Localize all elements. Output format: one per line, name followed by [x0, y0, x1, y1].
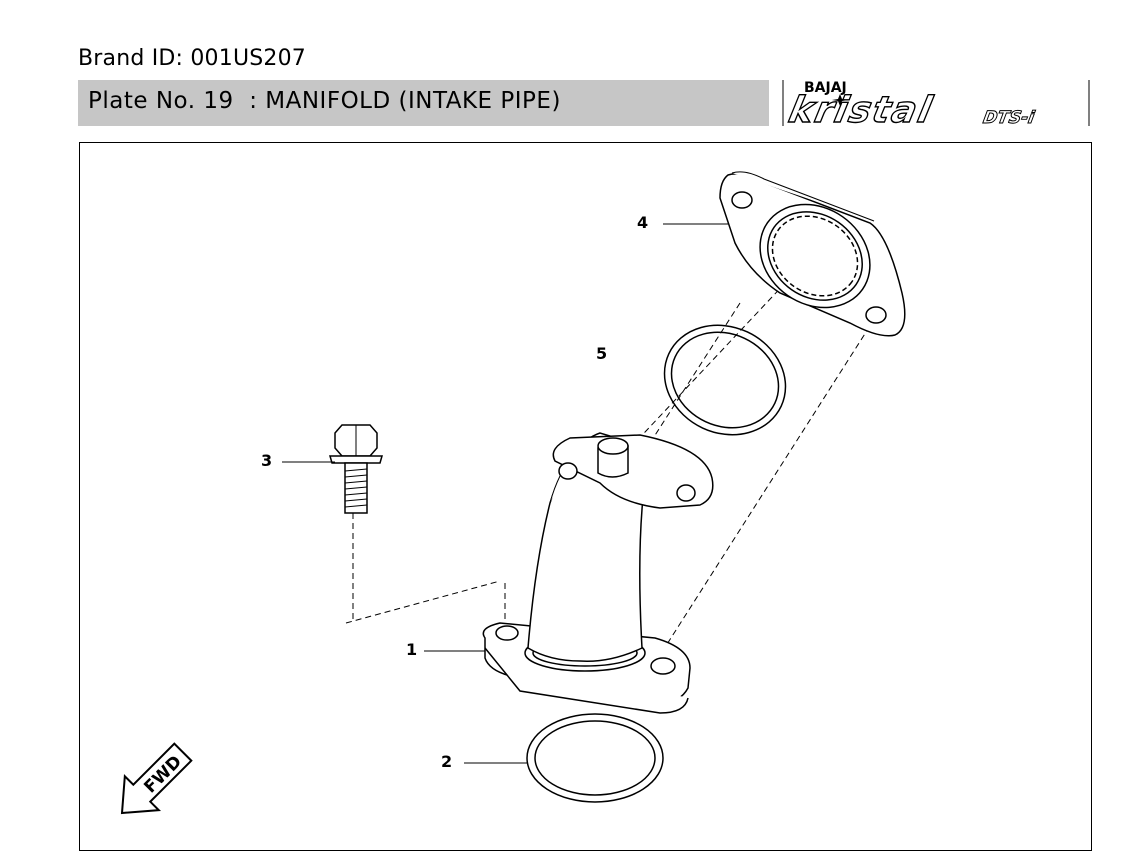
fwd-arrow-icon: FWD — [120, 742, 193, 815]
parts-diagram-frame: FWD 1 2 3 4 5 — [79, 142, 1092, 851]
plate-title: Plate No. 19 : MANIFOLD (INTAKE PIPE) — [88, 88, 561, 114]
parts-diagram: FWD — [120, 171, 906, 815]
logo-variant: DTS-i — [982, 108, 1037, 126]
brand-logo: BAJAJ kristal DTS-i — [782, 80, 1091, 126]
logo-model: kristal — [785, 88, 937, 126]
part-2-o-ring — [526, 713, 664, 803]
part-4-gasket — [719, 171, 906, 337]
callout-4: 4 — [637, 213, 649, 232]
callout-3: 3 — [261, 451, 273, 470]
plate-title-bar: Plate No. 19 : MANIFOLD (INTAKE PIPE) — [78, 80, 769, 126]
part-5-o-ring — [663, 324, 787, 436]
callout-2: 2 — [441, 752, 453, 771]
callout-leaders — [282, 223, 728, 764]
logo-star-icon — [832, 94, 848, 106]
callout-1: 1 — [406, 640, 418, 659]
logo-maker: BAJAJ — [804, 80, 847, 96]
callout-5: 5 — [596, 344, 608, 363]
part-3-bolt — [329, 424, 383, 514]
part-1-intake-manifold — [482, 432, 714, 714]
brand-id: Brand ID: 001US207 — [78, 46, 307, 71]
